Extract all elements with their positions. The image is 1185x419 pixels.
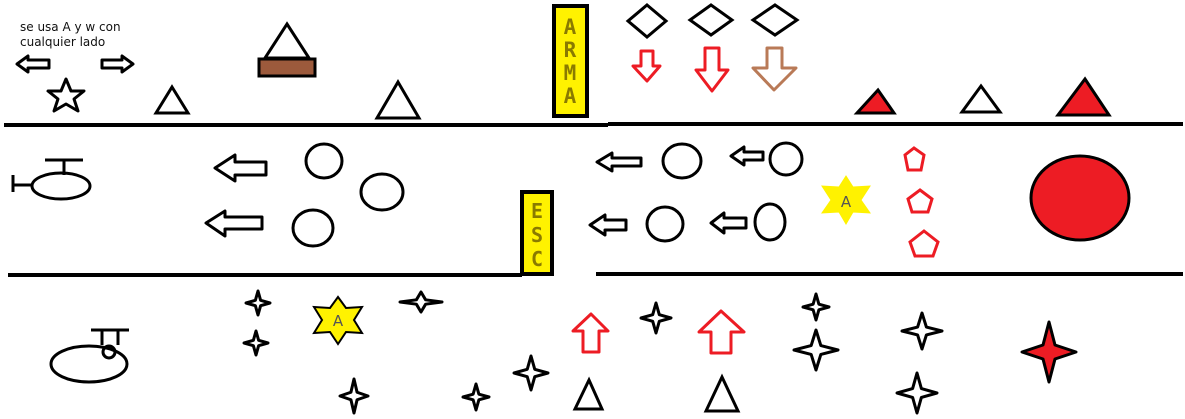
player-star-icon (46, 77, 86, 113)
submarine-player-icon (49, 328, 129, 384)
diamond-icon (750, 3, 800, 37)
red-sparkle-icon (1020, 320, 1078, 384)
triangle-obstacle-icon (572, 376, 605, 411)
left-arrow-icon (213, 153, 268, 183)
diamond-icon (687, 3, 735, 37)
diamond-icon (625, 3, 669, 39)
esc-letter: C (531, 247, 543, 271)
brown-platform (257, 57, 317, 78)
sparkle-star-icon (512, 354, 550, 392)
helicopter-player-icon (11, 158, 92, 201)
sparkle-star-icon (801, 292, 831, 322)
esc-letter: S (531, 223, 543, 247)
instructions-line-1: se usa A y w con (20, 20, 121, 34)
left-arrow-icon (15, 54, 51, 74)
esc-sign: E S C (520, 190, 554, 276)
arma-letter: A (564, 15, 577, 39)
bubble-enemy-icon (661, 142, 703, 180)
sparkle-group (242, 289, 944, 415)
red-triangle-hazard-icon (853, 87, 897, 115)
left-arrow-icon (729, 145, 765, 167)
sparkle-star-icon (398, 290, 444, 314)
sparkle-star-icon (338, 377, 370, 415)
red-ball-boss-icon (1029, 154, 1131, 242)
right-arrow-icon (100, 54, 135, 74)
triangle-obstacle-icon (703, 373, 741, 413)
left-arrow-icon (588, 213, 628, 237)
triangle-obstacle-icon (374, 79, 422, 120)
left-arrow-icon (595, 151, 643, 173)
arma-letter: A (564, 84, 577, 108)
bubble-enemy-icon (359, 172, 405, 212)
esc-letter: E (531, 199, 543, 223)
up-arrow-icon (571, 312, 610, 354)
bubble-enemy-icon (753, 202, 787, 242)
sparkle-star-icon (461, 382, 491, 412)
instructions-note: se usa A y w con cualquier lado (20, 20, 140, 50)
instructions-line-2: cualquier lado (20, 35, 106, 49)
red-pentagon-icon (903, 146, 926, 172)
sparkle-star-icon (895, 371, 939, 415)
sparkle-star-icon (242, 329, 270, 357)
bubble-enemy-icon (645, 205, 685, 243)
red-pentagon-icon (906, 188, 934, 214)
arma-sign: A R M A (552, 4, 589, 118)
down-arrow-icon (631, 49, 662, 83)
powerup-label: A (841, 193, 852, 211)
sparkle-star-icon (244, 289, 272, 317)
left-arrow-icon (709, 211, 748, 235)
triangle-obstacle-icon (153, 84, 191, 115)
sparkle-star-icon (639, 301, 673, 335)
sparkle-star-icon (900, 311, 944, 351)
powerup-label: A (333, 312, 344, 330)
triangle-on-platform-icon (257, 21, 317, 78)
triangle-obstacle-icon (959, 83, 1003, 114)
sparkle-star-icon (792, 328, 840, 372)
arma-letter: M (564, 61, 577, 85)
down-arrow-icon (694, 46, 730, 93)
bubble-enemy-icon (768, 141, 804, 177)
red-triangle-hazard-icon (1055, 76, 1112, 117)
a-powerup-star-icon: A (821, 175, 871, 225)
down-arrow-icon (751, 46, 798, 92)
red-pentagon-icon (908, 229, 940, 258)
arma-letter: R (564, 38, 577, 62)
bubble-enemy-icon (291, 208, 335, 248)
a-powerup-star-icon: A (312, 295, 364, 346)
up-arrow-icon (697, 309, 746, 355)
left-arrow-icon (204, 209, 264, 238)
bubble-enemy-icon (304, 142, 344, 180)
